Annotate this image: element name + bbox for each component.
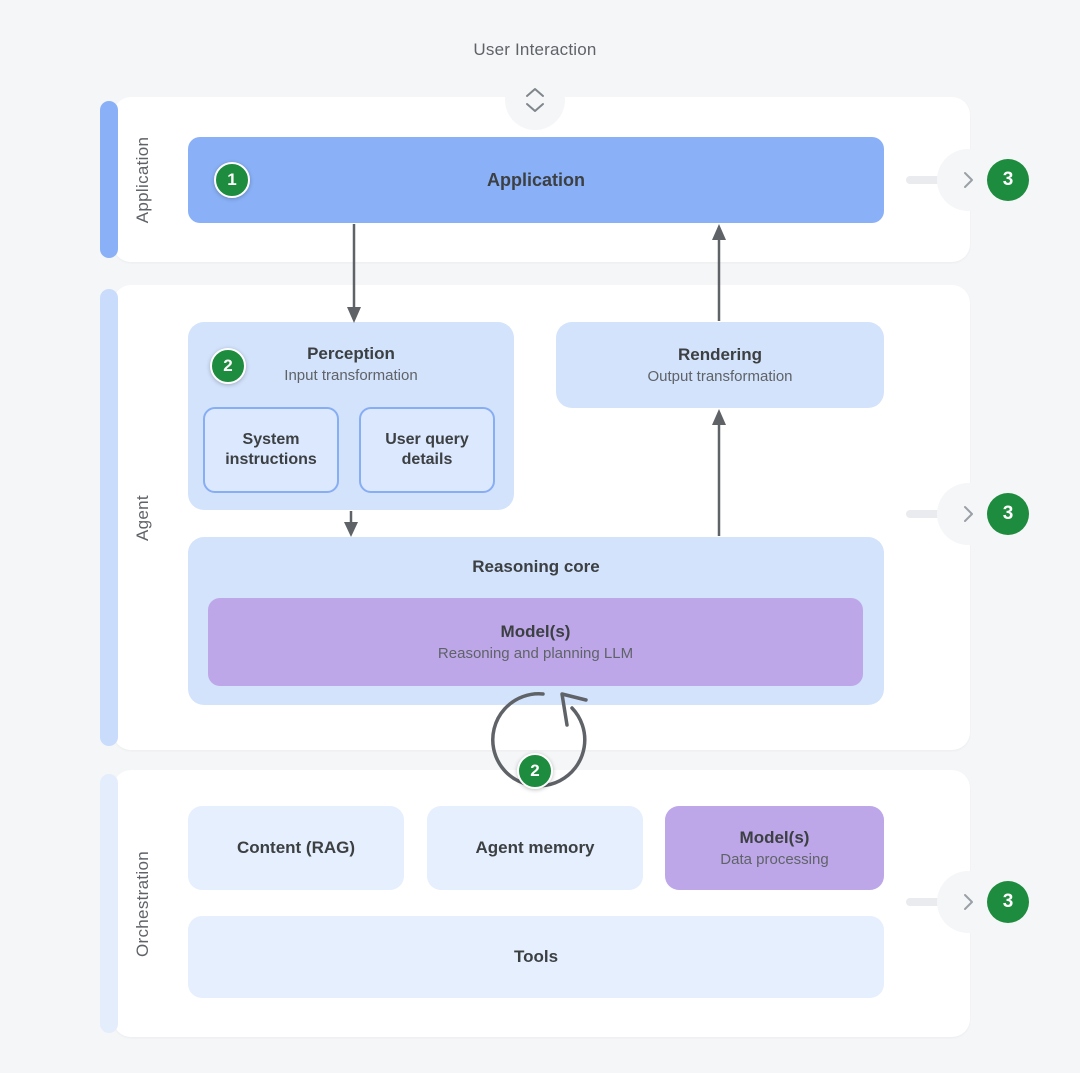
system-instructions-node: System instructions — [203, 407, 339, 493]
application-node-title: Application — [487, 169, 585, 190]
agent-memory-title: Agent memory — [475, 838, 595, 857]
perception-subtitle: Input transformation — [284, 367, 418, 384]
chevron-right-icon — [963, 506, 973, 522]
rendering-title: Rendering — [677, 345, 763, 364]
content-rag-node: Content (RAG) — [188, 806, 404, 890]
rendering-subtitle: Output transformation — [647, 368, 793, 385]
step-badge-3: 3 — [987, 881, 1029, 923]
band-application-label: Application — [133, 136, 152, 223]
content-rag-title: Content (RAG) — [236, 838, 356, 857]
application-node: Application — [188, 137, 884, 223]
band-orchestration-label: Orchestration — [133, 850, 152, 957]
reasoning-core-title: Reasoning core — [472, 557, 600, 576]
tools-title: Tools — [513, 947, 559, 966]
user-interaction-label: User Interaction — [473, 40, 597, 59]
step-badge-1: 1 — [214, 162, 250, 198]
step-badge-3: 3 — [987, 159, 1029, 201]
reasoning-model-node: Model(s) Reasoning and planning LLM — [208, 598, 863, 686]
band-agent-label: Agent — [133, 494, 152, 541]
reasoning-model-subtitle: Reasoning and planning LLM — [437, 645, 634, 662]
data-model-node: Model(s) Data processing — [665, 806, 884, 890]
user-interaction-notch[interactable] — [505, 70, 565, 130]
chevron-right-icon — [963, 894, 973, 910]
chevron-right-icon — [963, 172, 973, 188]
tools-node: Tools — [188, 916, 884, 998]
loop-step-badge-2: 2 — [517, 753, 553, 789]
connector-line — [906, 510, 944, 518]
data-model-subtitle: Data processing — [720, 851, 829, 868]
band-application-stripe — [100, 101, 118, 258]
perception-title: Perception — [307, 344, 395, 363]
step-badge-3: 3 — [987, 493, 1029, 535]
perception-node: Perception Input transformation System i… — [188, 322, 514, 510]
connector-line — [906, 898, 944, 906]
reasoning-model-title: Model(s) — [500, 622, 571, 641]
agent-memory-node: Agent memory — [427, 806, 643, 890]
connector-line — [906, 176, 944, 184]
band-orchestration-stripe — [100, 774, 118, 1033]
step-badge-2: 2 — [210, 348, 246, 384]
user-query-details-node: User query details — [359, 407, 495, 493]
band-agent-stripe — [100, 289, 118, 746]
data-model-title: Model(s) — [739, 828, 810, 847]
chevron-up-down-icon — [526, 88, 544, 112]
rendering-node: Rendering Output transformation — [556, 322, 884, 408]
